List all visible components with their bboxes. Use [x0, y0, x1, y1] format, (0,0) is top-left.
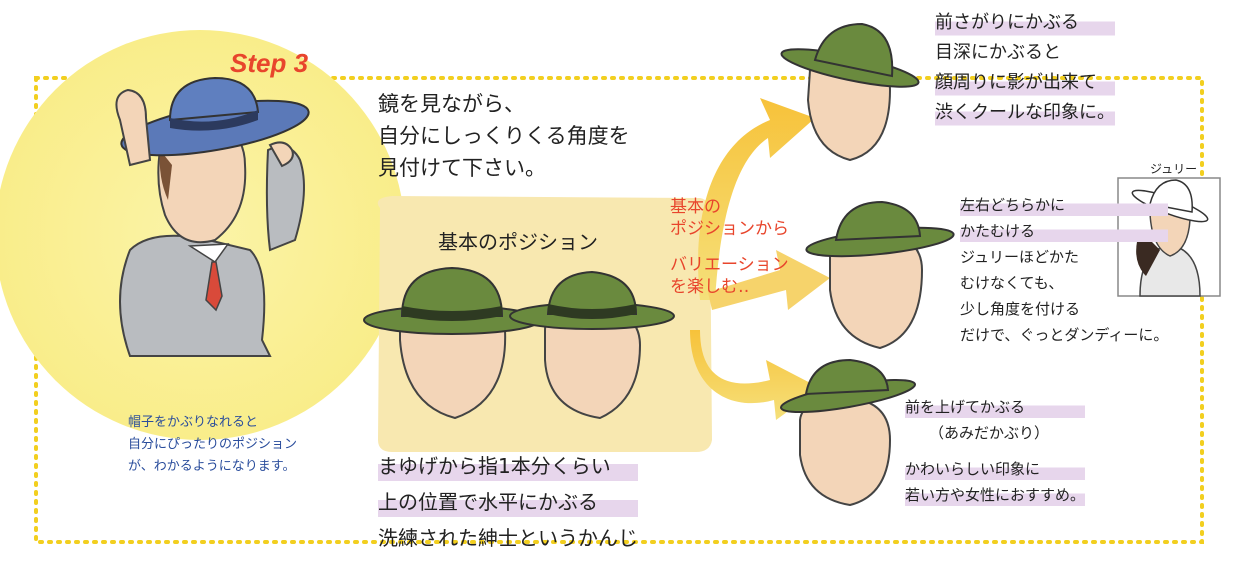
caption-line: が、わかるようになります。 — [128, 459, 296, 474]
variation-2: 左右どちらかに かたむける ジュリーほどかた むけなくても、 少し角度を付ける … — [960, 192, 1169, 348]
variation-text-line: 少し角度を付ける — [960, 300, 1081, 318]
arrow-down — [690, 330, 820, 420]
arrow-middle — [708, 250, 830, 310]
julie-label: ジュリー — [1150, 162, 1198, 176]
arrow-up — [698, 98, 815, 300]
left-caption: 帽子をかぶりなれると 自分にぴったりのポジション が、わかるようになります。 — [128, 412, 297, 478]
front-head-illustration — [363, 266, 541, 420]
variation-label-line: 基本の — [670, 197, 721, 217]
variation-title: 前さがりにかぶる — [935, 8, 1115, 38]
basic-position-title: 基本のポジション — [438, 230, 598, 254]
intro-line: 自分にしっくりくる角度を — [378, 124, 630, 148]
variation-label: 基本の ポジションから バリエーション を楽しむ‥ — [670, 196, 789, 298]
variation-3: 前を上げてかぶる （あみだかぶり） かわいらしい印象に 若い方や女性におすすめ。 — [905, 394, 1086, 508]
intro-line: 鏡を見ながら、 — [378, 92, 525, 116]
basic-position-description: まゆげから指1本分くらい 上の位置で水平にかぶる 洗練された紳士というかんじ — [378, 448, 638, 556]
variation-text-line: かわいらしい印象に — [905, 456, 1086, 482]
step-label: Step 3 — [230, 48, 309, 78]
variation-text-line: 目深にかぶると — [935, 42, 1061, 63]
variation-title: 前を上げてかぶる — [905, 394, 1086, 420]
variation-label-line: を楽しむ‥ — [670, 277, 750, 297]
variation-label-line: バリエーション — [670, 255, 789, 275]
variation-title: 左右どちらかに — [960, 192, 1169, 218]
variation-head-1 — [780, 22, 920, 162]
variation-text-line: 若い方や女性におすすめ。 — [905, 482, 1086, 508]
description-line: まゆげから指1本分くらい — [378, 448, 638, 484]
intro-line: 見付けて下さい。 — [378, 156, 546, 180]
variation-text-line: 渋くクールな印象に。 — [935, 98, 1115, 128]
side-head-illustration — [509, 270, 675, 420]
variation-label-line: ポジションから — [670, 219, 789, 239]
variation-text-line: だけで、ぐっとダンディーに。 — [960, 326, 1169, 344]
variation-1: 前さがりにかぶる 目深にかぶると 顔周りに影が出来て 渋くクールな印象に。 — [935, 8, 1115, 128]
variation-head-3 — [780, 358, 916, 507]
variation-text-line: むけなくても、 — [960, 274, 1064, 292]
variation-head-2 — [805, 200, 955, 350]
description-line: 洗練された紳士というかんじ — [378, 526, 638, 550]
caption-line: 自分にぴったりのポジション — [128, 437, 298, 452]
caption-line: 帽子をかぶりなれると — [128, 415, 259, 430]
description-line: 上の位置で水平にかぶる — [378, 484, 638, 520]
variation-title: かたむける — [960, 218, 1169, 244]
variation-text-line: 顔周りに影が出来て — [935, 68, 1115, 98]
intro-text: 鏡を見ながら、 自分にしっくりくる角度を 見付けて下さい。 — [378, 88, 630, 184]
man-illustration — [115, 76, 310, 357]
variation-text-line: ジュリーほどかた — [960, 248, 1079, 266]
variation-title: （あみだかぶり） — [929, 424, 1050, 442]
